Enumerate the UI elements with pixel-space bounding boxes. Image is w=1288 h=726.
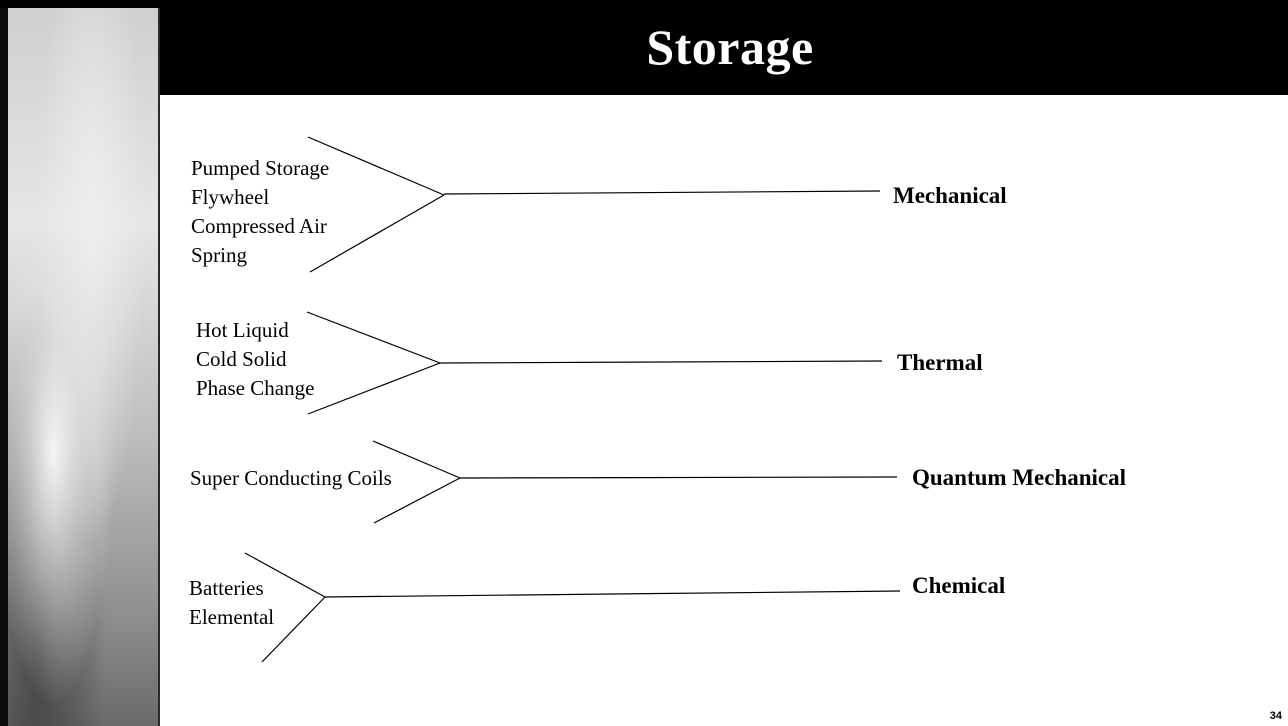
thermal-item: Cold Solid (196, 347, 287, 371)
mechanical-item: Compressed Air (191, 214, 327, 238)
panel-divider (158, 8, 160, 726)
top-border (0, 0, 1288, 8)
mechanical-item: Spring (191, 243, 248, 267)
chemical-item: Elemental (189, 605, 275, 629)
mechanical-connector-line (443, 190, 881, 195)
chemical-upper-branch (244, 552, 326, 598)
mechanical-item: Flywheel (191, 185, 270, 209)
quantum-upper-branch (372, 440, 461, 479)
left-border (0, 8, 8, 726)
decorative-side-image (8, 8, 160, 726)
mechanical-item: Pumped Storage (191, 156, 330, 180)
chemical-item: Batteries (189, 576, 264, 600)
category-thermal: Thermal (897, 350, 983, 375)
chemical-connector-line (324, 590, 901, 598)
thermal-upper-branch (306, 311, 441, 364)
chemical-lower-branch (261, 596, 326, 663)
slide-title: Storage (646, 19, 814, 75)
title-band (160, 8, 1288, 95)
thermal-connector-line (439, 360, 883, 364)
quantum-item: Super Conducting Coils (190, 466, 392, 490)
category-chemical: Chemical (912, 573, 1006, 598)
mechanical-upper-branch (307, 136, 445, 196)
category-quantum-mechanical: Quantum Mechanical (912, 465, 1127, 490)
thermal-lower-branch (307, 362, 441, 415)
mechanical-lower-branch (309, 194, 445, 273)
thermal-item: Hot Liquid (196, 318, 289, 342)
quantum-lower-branch (373, 477, 461, 524)
page-number: 34 (1269, 710, 1282, 722)
category-mechanical: Mechanical (893, 183, 1007, 208)
quantum-connector-line (459, 476, 898, 479)
thermal-item: Phase Change (196, 376, 315, 400)
